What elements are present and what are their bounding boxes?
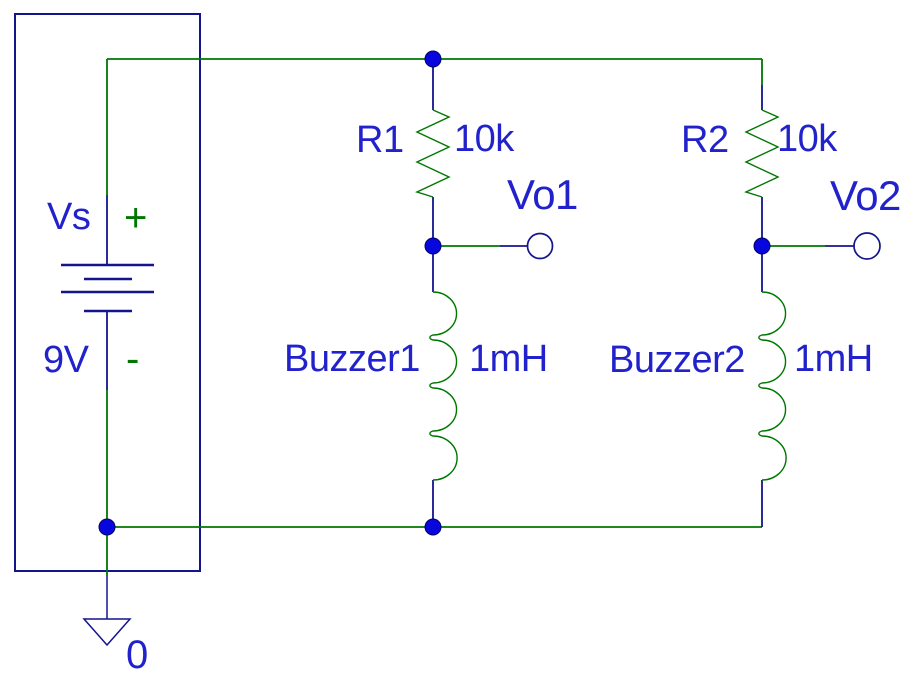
r1-name-label[interactable]: R1 xyxy=(356,119,404,161)
source-value-label[interactable]: 9V xyxy=(43,339,89,381)
vo2-port-symbol[interactable] xyxy=(825,232,881,260)
ground-triangle xyxy=(82,618,132,647)
vo1-port-symbol[interactable] xyxy=(500,232,554,260)
source-name-label[interactable]: Vs xyxy=(47,196,91,238)
source-plus-label: + xyxy=(124,196,147,240)
junction-dot-top xyxy=(424,50,442,68)
r2-zigzag xyxy=(744,109,780,198)
buzzer2-value-label[interactable]: 1mH xyxy=(794,338,873,380)
vo2-port-label[interactable]: Vo2 xyxy=(830,172,901,219)
r1-zigzag xyxy=(415,109,451,198)
ground-node-label[interactable]: 0 xyxy=(126,633,148,677)
voltage-source-symbol[interactable] xyxy=(61,195,154,390)
junction-dots xyxy=(98,50,771,536)
buzzer2-coil xyxy=(758,291,787,481)
junction-dot-bottom-mid xyxy=(424,518,442,536)
buzzer2-name-label[interactable]: Buzzer2 xyxy=(609,339,745,381)
buzzer1-coil xyxy=(429,291,458,481)
r1-value-label[interactable]: 10k xyxy=(454,118,514,160)
junction-dot-vo1 xyxy=(424,237,442,255)
vo1-port-label[interactable]: Vo1 xyxy=(507,171,578,218)
junction-dot-bottom-left xyxy=(98,518,116,536)
buzzer1-name-label[interactable]: Buzzer1 xyxy=(284,338,420,380)
ground-symbol[interactable] xyxy=(82,575,132,647)
source-minus-label: - xyxy=(126,337,139,381)
resistor-r2-symbol[interactable] xyxy=(744,85,780,246)
junction-dot-vo2 xyxy=(753,237,771,255)
inductor-buzzer1-symbol[interactable] xyxy=(429,246,458,527)
r2-value-label[interactable]: 10k xyxy=(777,118,837,160)
vo1-port-circle xyxy=(526,232,554,260)
resistor-r1-symbol[interactable] xyxy=(415,59,451,246)
vo2-port-circle xyxy=(853,232,881,260)
r2-name-label[interactable]: R2 xyxy=(681,119,729,161)
inductor-buzzer2-symbol[interactable] xyxy=(758,246,787,527)
buzzer1-value-label[interactable]: 1mH xyxy=(469,338,548,380)
